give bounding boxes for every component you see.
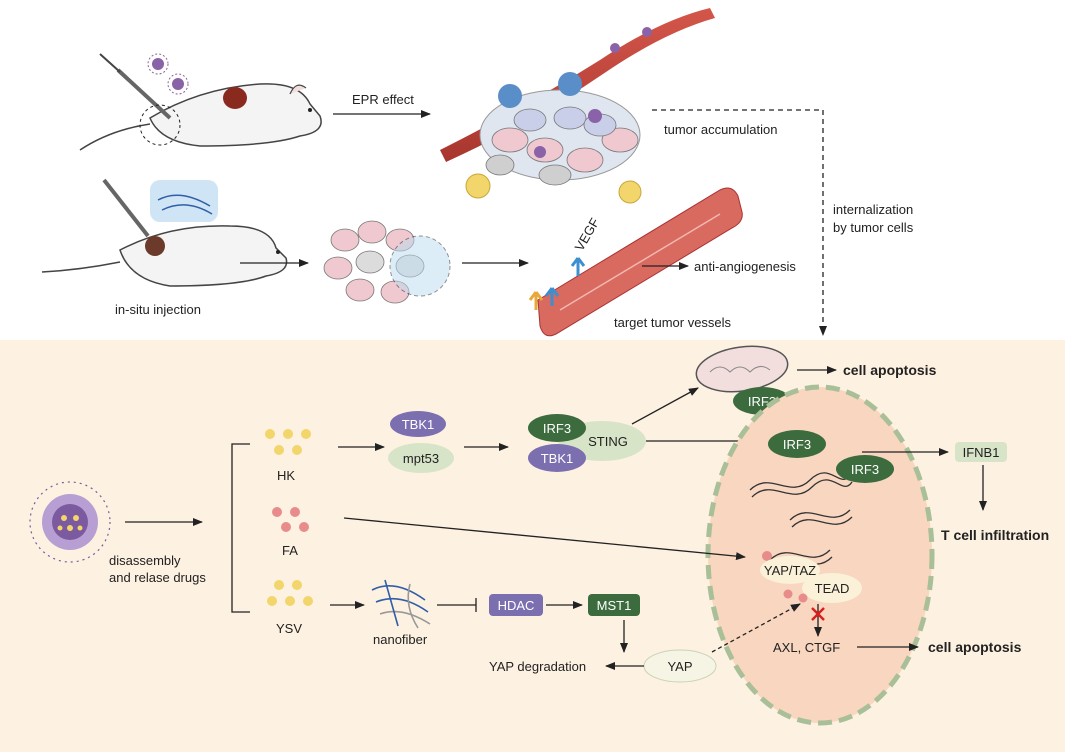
- arrow-sting-mito: [631, 387, 699, 425]
- in-situ-injection-label: in-situ injection: [115, 302, 201, 317]
- tumor-cluster-mid: [323, 220, 451, 304]
- hk-dots: [265, 429, 311, 455]
- tbk1-node-b: TBK1: [528, 444, 586, 472]
- axl-ctgf-label: AXL, CTGF: [773, 640, 840, 655]
- internalization-label-1: internalization: [833, 202, 913, 217]
- cell-apoptosis-bottom-label: cell apoptosis: [928, 639, 1022, 655]
- vegf-label: VEGF: [572, 215, 603, 253]
- hdac-node: HDAC: [489, 594, 543, 616]
- arrow-yap-nucleus: [711, 603, 801, 653]
- internalization-arrow: [652, 109, 827, 336]
- tumor-vessel-mid: [528, 187, 743, 337]
- svg-text:YAP: YAP: [667, 659, 692, 674]
- disassembly-label-1: disassembly: [109, 553, 181, 568]
- svg-text:IRF3: IRF3: [543, 421, 571, 436]
- inhibit-arrow-hdac: [437, 598, 477, 612]
- hk-label: HK: [277, 468, 295, 483]
- irf3-node-nuc1: IRF3: [768, 430, 826, 458]
- mouse-in-situ-injection: [41, 178, 288, 287]
- micelle-icon: [29, 481, 111, 563]
- mouse-iv-injection: [79, 53, 322, 151]
- tbk1-node-a: TBK1: [390, 411, 446, 437]
- svg-text:HDAC: HDAC: [498, 598, 535, 613]
- irf3-node-a: IRF3: [528, 414, 586, 442]
- ifnb1-node: IFNB1: [955, 442, 1007, 462]
- svg-text:IRF3: IRF3: [851, 462, 879, 477]
- tead-node: TEAD: [802, 573, 862, 603]
- ysv-label: YSV: [276, 621, 302, 636]
- yap-taz-node: YAP/TAZ: [760, 556, 820, 584]
- yap-node: YAP: [643, 649, 717, 683]
- tumor-accumulation-label: tumor accumulation: [664, 122, 777, 137]
- t-cell-infiltration-label: T cell infiltration: [941, 527, 1049, 543]
- svg-text:YAP/TAZ: YAP/TAZ: [764, 563, 816, 578]
- yap-degradation-label: YAP degradation: [489, 659, 586, 674]
- epr-effect-label: EPR effect: [352, 92, 414, 107]
- cell-apoptosis-top-label: cell apoptosis: [843, 362, 937, 378]
- mpt53-node: mpt53: [388, 443, 454, 473]
- tumor-vessel-cluster: [440, 8, 715, 204]
- svg-text:IFNB1: IFNB1: [963, 445, 1000, 460]
- anti-angiogenesis-label: anti-angiogenesis: [694, 259, 796, 274]
- svg-text:TBK1: TBK1: [541, 451, 574, 466]
- svg-text:mpt53: mpt53: [403, 451, 439, 466]
- irf3-node-nuc2: IRF3: [836, 455, 894, 483]
- svg-text:MST1: MST1: [597, 598, 632, 613]
- drug-bracket: [231, 443, 250, 613]
- svg-text:TBK1: TBK1: [402, 417, 435, 432]
- internalization-label-2: by tumor cells: [833, 220, 914, 235]
- svg-text:TEAD: TEAD: [815, 581, 850, 596]
- nanofiber-label: nanofiber: [373, 632, 428, 647]
- inhibition-x-mark: [811, 607, 825, 621]
- micelle-icons-small: [147, 53, 189, 95]
- svg-text:IRF3: IRF3: [783, 437, 811, 452]
- mst1-node: MST1: [588, 594, 640, 616]
- target-tumor-vessels-label: target tumor vessels: [614, 315, 732, 330]
- ysv-dots: [267, 580, 313, 606]
- fa-dots: [272, 507, 309, 532]
- nanofiber-icon: [371, 579, 431, 629]
- svg-text:STING: STING: [588, 434, 628, 449]
- fa-label: FA: [282, 543, 298, 558]
- arrow-fa-yap: [343, 517, 746, 561]
- disassembly-label-2: and relase drugs: [109, 570, 206, 585]
